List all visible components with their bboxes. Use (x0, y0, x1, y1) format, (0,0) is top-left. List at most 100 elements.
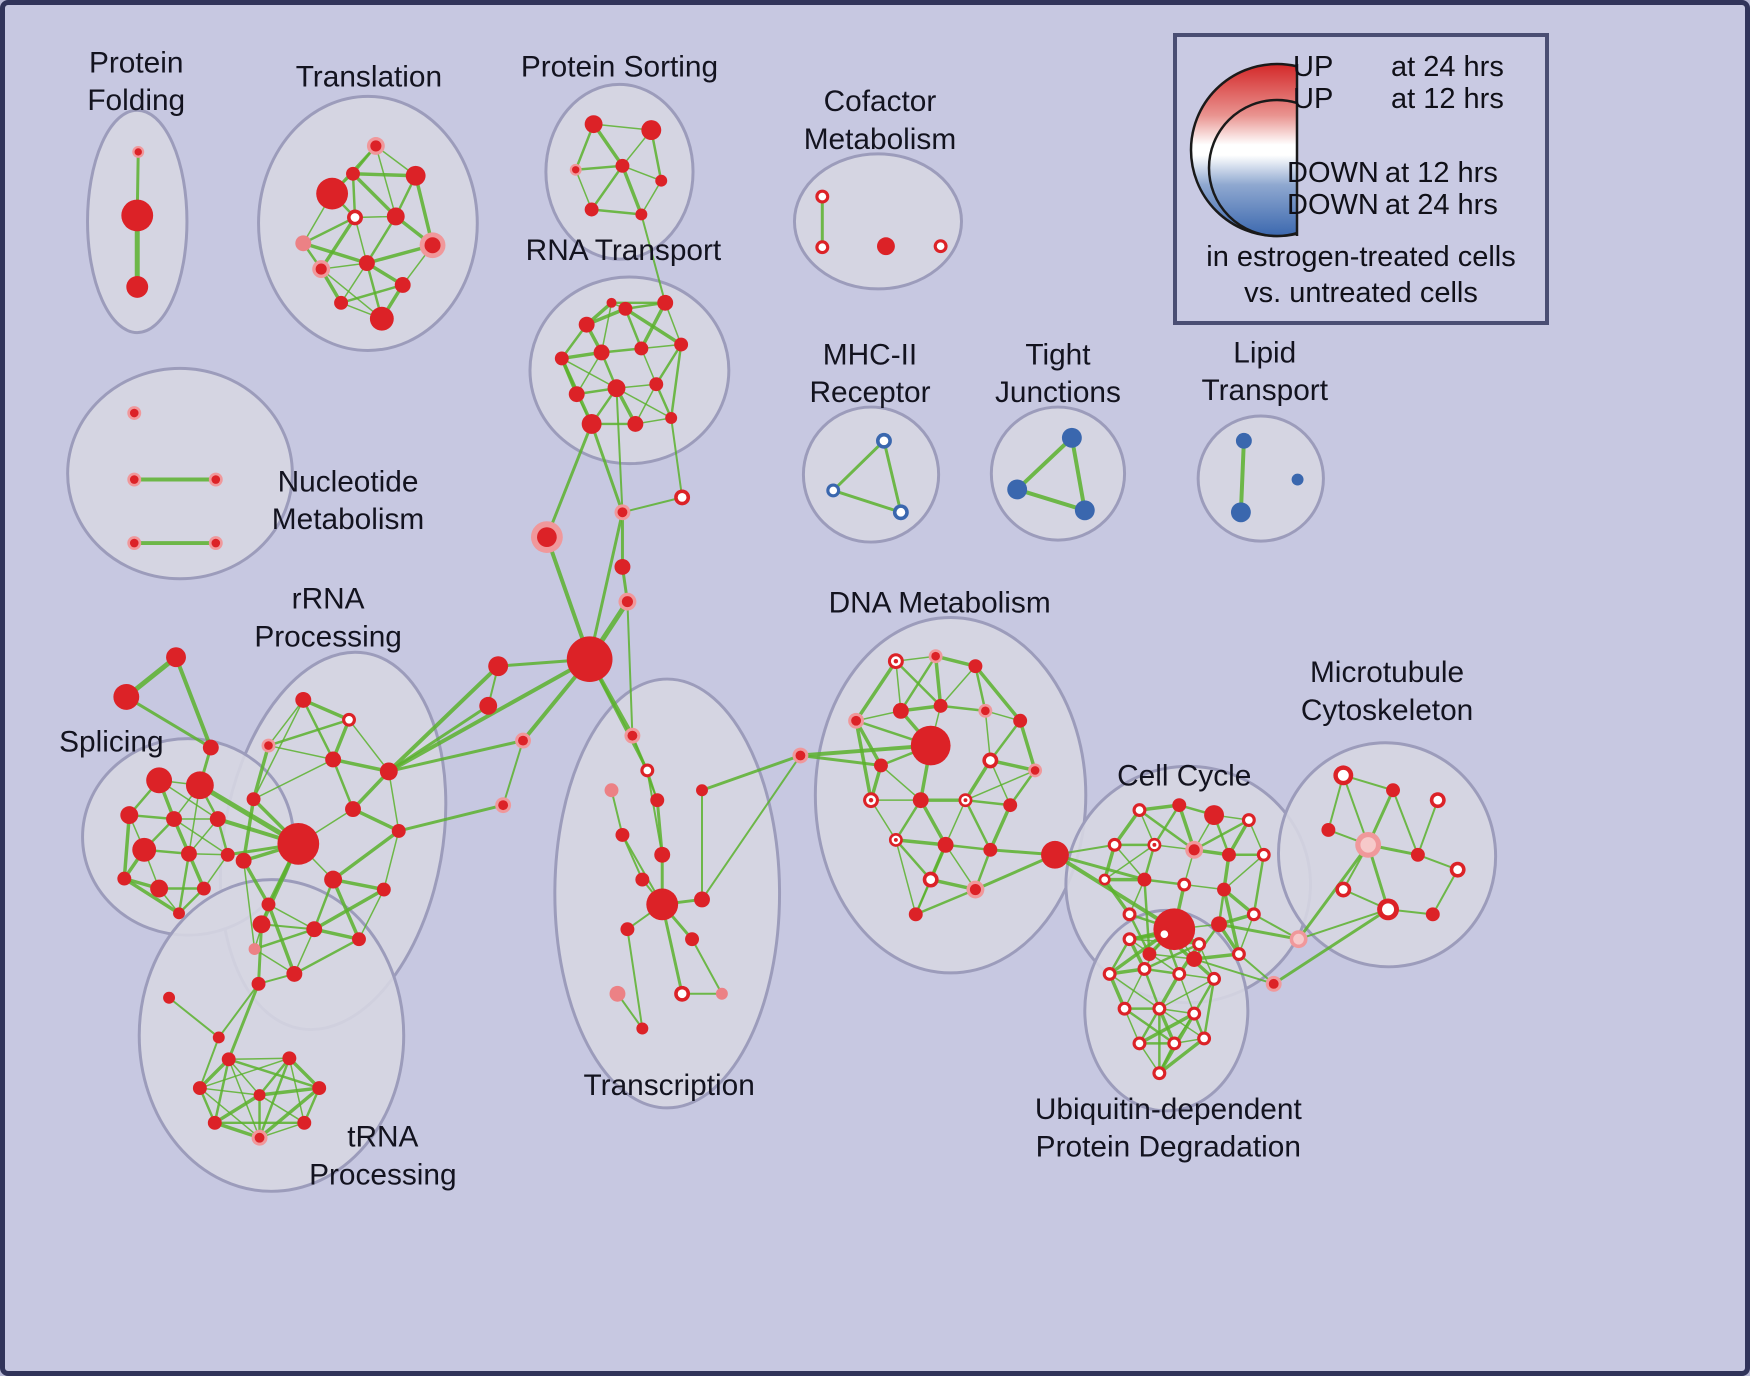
network-node (358, 255, 375, 272)
edge (1018, 719, 1037, 773)
network-node (1061, 427, 1082, 448)
network-node (120, 806, 139, 825)
edge (177, 852, 191, 915)
network-node (620, 922, 635, 937)
network-node (1410, 847, 1425, 862)
edge (168, 996, 220, 1039)
edge (1392, 789, 1419, 856)
edge (227, 982, 261, 1061)
edge (1178, 973, 1195, 1015)
edge (545, 422, 594, 539)
network-node (887, 653, 904, 670)
network-node (220, 847, 235, 862)
network-node (1122, 907, 1137, 922)
network-node (163, 991, 176, 1004)
edge (575, 351, 603, 395)
network-node (1122, 932, 1137, 947)
network-node (646, 888, 679, 921)
network-node (674, 489, 691, 506)
legend-direction-label: UP (1293, 83, 1334, 115)
edge (386, 657, 592, 774)
network-node (892, 504, 909, 521)
edge (590, 208, 643, 216)
edge (1138, 808, 1196, 852)
network-node (1217, 882, 1231, 897)
network-node (1137, 872, 1152, 887)
edge (590, 422, 624, 514)
edge (293, 928, 315, 975)
network-node (1152, 1066, 1167, 1081)
network-node (1429, 792, 1446, 809)
edge (1052, 852, 1177, 932)
network-node (983, 842, 998, 857)
cluster-dna-metabolism (813, 616, 1088, 975)
network-node (1230, 502, 1251, 523)
network-node (875, 432, 892, 449)
network-node (132, 145, 145, 158)
legend-time-label: at 12 hrs (1385, 157, 1498, 189)
network-node (386, 207, 405, 226)
legend-time-label: at 24 hrs (1385, 189, 1498, 221)
edge (267, 744, 334, 761)
network-node (221, 1052, 236, 1067)
network-node (618, 301, 633, 316)
network-node (826, 483, 841, 498)
network-node (848, 712, 865, 729)
edge (388, 770, 400, 832)
edge (257, 1086, 321, 1097)
network-node (1449, 861, 1466, 878)
network-node (1003, 798, 1018, 813)
edge (669, 343, 683, 420)
inner-12hr-ring (1207, 98, 1297, 238)
network-node (1117, 1001, 1132, 1016)
edge (213, 1093, 262, 1125)
edge (258, 1057, 291, 1097)
edge (1223, 854, 1265, 891)
network-node (650, 793, 665, 808)
network-node (352, 932, 366, 947)
edge (914, 888, 977, 916)
edge (365, 215, 397, 265)
network-node (1222, 847, 1236, 862)
network-node (127, 536, 142, 551)
network-node (1192, 937, 1207, 952)
legend: UP at 24 hrs UP at 12 hrs DOWN at 12 hrs… (1173, 33, 1549, 325)
edge (267, 903, 315, 930)
cluster-label-tight-junctions: Tight (1025, 338, 1091, 371)
edge (610, 789, 624, 836)
legend-row-down-24: DOWN at 24 hrs (1287, 189, 1498, 222)
network-node (1197, 1031, 1212, 1046)
edge (227, 1057, 291, 1061)
cluster-nucleotide-metabolism (66, 366, 294, 581)
network-node (636, 1022, 649, 1035)
edge (227, 1058, 261, 1139)
network-node (928, 649, 943, 664)
network-node (166, 811, 182, 827)
edge (973, 664, 1022, 723)
edge (640, 213, 667, 304)
edge (1008, 769, 1037, 807)
edge (1272, 907, 1390, 986)
edge (1416, 799, 1439, 856)
network-node (261, 897, 276, 912)
edge (899, 654, 937, 713)
network-node (1172, 966, 1187, 981)
network-node (1028, 763, 1043, 778)
cluster-label-protein-folding: Folding (87, 84, 185, 117)
edge (227, 1058, 321, 1090)
edge (621, 833, 644, 881)
cluster-label-dna-metabolism: DNA Metabolism (829, 587, 1051, 620)
edge (124, 695, 213, 750)
network-node (515, 732, 531, 749)
edge (1431, 868, 1459, 916)
network-node (207, 1115, 222, 1130)
legend-row-up-12: UP at 12 hrs (1293, 83, 1504, 116)
network-node (1157, 927, 1172, 942)
network-node (126, 276, 149, 298)
network-node (121, 199, 154, 232)
edge (895, 660, 902, 712)
edge (1143, 967, 1161, 1010)
cluster-label-rna-transport: RNA Transport (526, 234, 722, 267)
cluster-label-protein-sorting: Protein Sorting (521, 50, 718, 83)
